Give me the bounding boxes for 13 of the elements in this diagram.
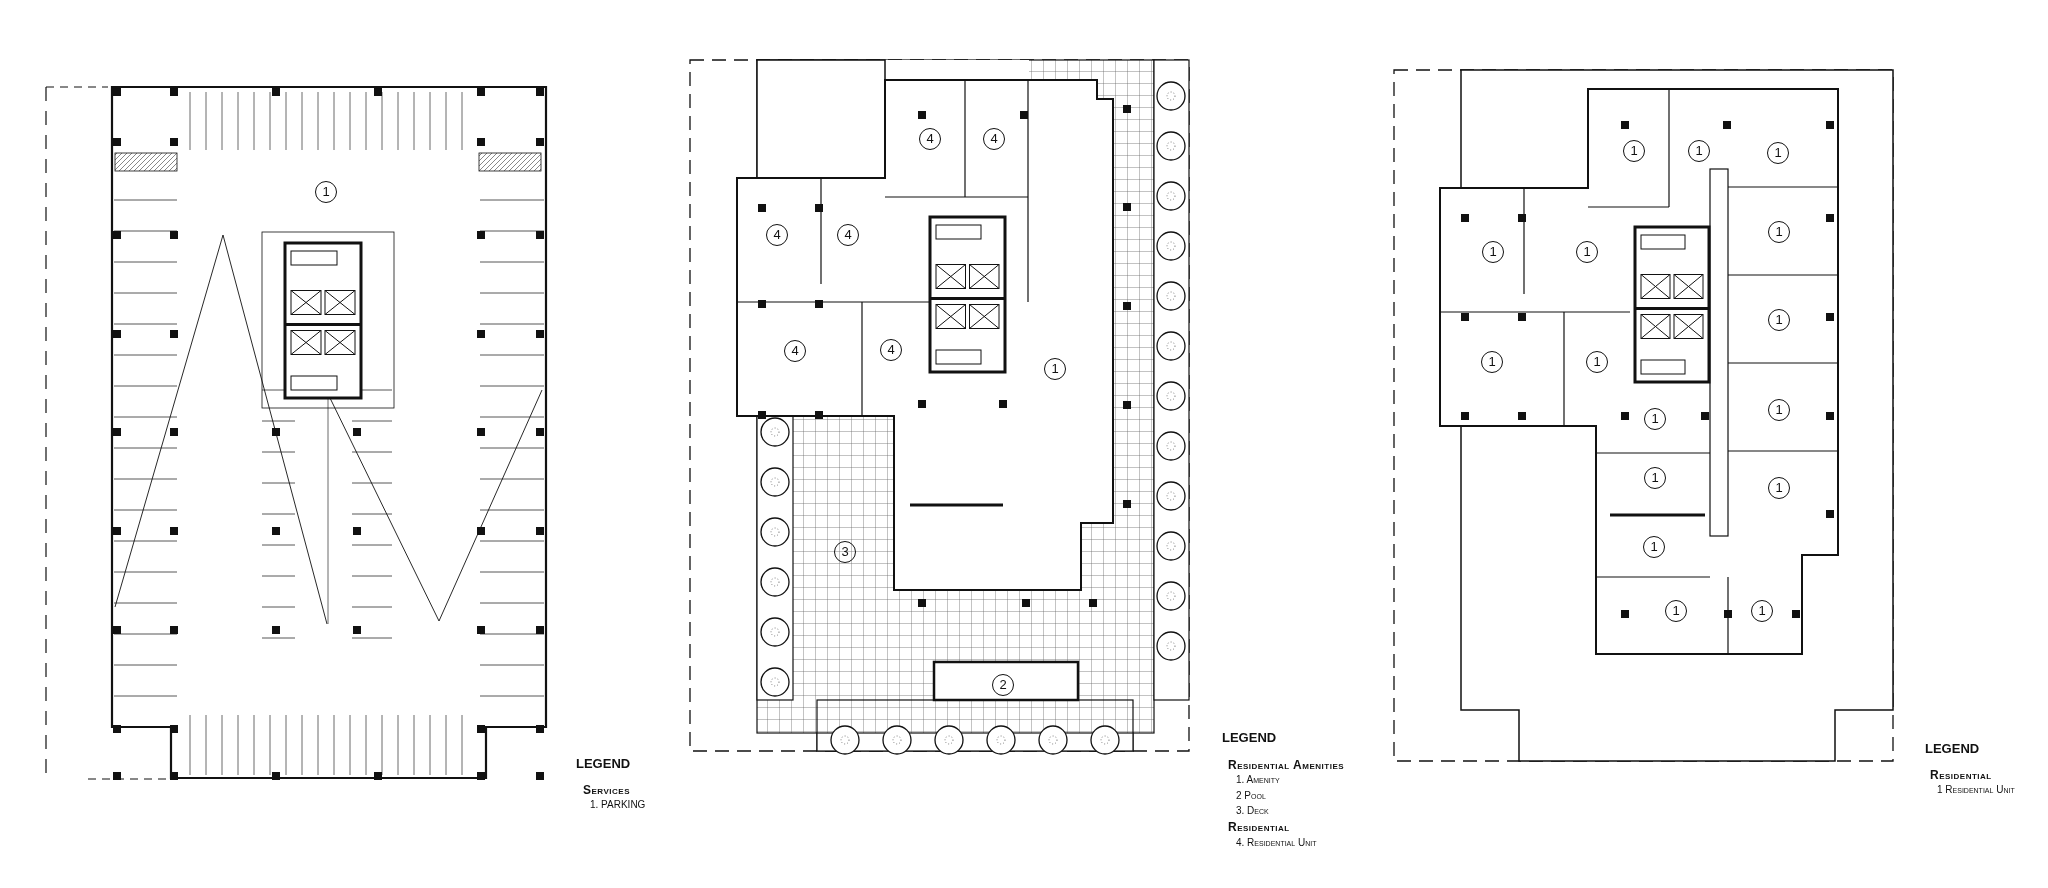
legend-heading: Services <box>583 783 630 797</box>
legend-heading: Residential <box>1228 820 1290 834</box>
legend-item: 4. Residential Unit <box>1236 837 1317 848</box>
legend-heading: Residential <box>1930 768 1992 782</box>
legend-item: 1. Amenity <box>1236 774 1280 785</box>
legend-title: LEGEND <box>1222 730 1277 745</box>
legend-title: LEGEND <box>576 756 631 771</box>
legend-item: 3. Deck <box>1236 805 1269 816</box>
legend-item: 2 Pool <box>1236 790 1266 801</box>
legend-item: 1 Residential Unit <box>1937 784 2015 795</box>
legend-title: LEGEND <box>1925 741 1980 756</box>
legend-item: 1. PARKING <box>590 799 646 810</box>
legend-heading: Residential Amenities <box>1228 758 1345 772</box>
